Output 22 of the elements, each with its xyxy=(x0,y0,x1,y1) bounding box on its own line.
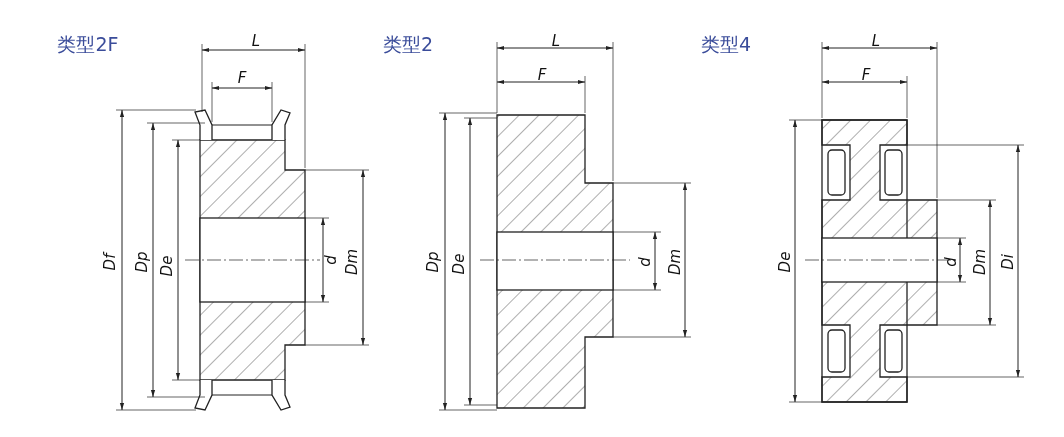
dimension-label: d xyxy=(323,255,339,265)
dimension-label: De xyxy=(159,255,175,277)
type-title: 类型4 xyxy=(700,34,752,54)
dimension-label: F xyxy=(861,67,871,83)
dimension-label: L xyxy=(551,33,561,49)
dimension-label: d xyxy=(943,257,959,267)
dimension-label: F xyxy=(237,70,247,86)
dimension-label: d xyxy=(637,257,653,267)
dimension-label: F xyxy=(537,67,547,83)
dimension-label: L xyxy=(871,33,881,49)
dimension-label: Dm xyxy=(972,248,988,276)
dimension-label: Dp xyxy=(134,251,150,273)
type-title: 类型2F xyxy=(57,34,119,54)
dimension-label: Di xyxy=(1000,254,1016,270)
dimension-label: De xyxy=(777,251,793,273)
dimension-label: L xyxy=(251,33,261,49)
dimension-label: Dp xyxy=(425,251,441,273)
dimension-label: Dm xyxy=(344,248,360,276)
dimension-label: De xyxy=(451,253,467,275)
dimension-label: Dm xyxy=(667,248,683,276)
dimension-label: Df xyxy=(102,253,118,271)
type-title: 类型2 xyxy=(382,34,434,54)
